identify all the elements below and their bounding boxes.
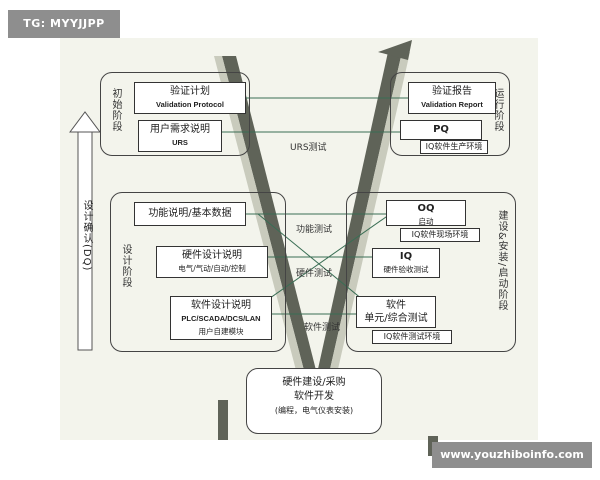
software-test-sub: IQ软件测试环境 [383,332,441,341]
iq-label: IQ [399,251,413,262]
v-right-arm [316,52,402,378]
validation-report-cn: 验证报告 [432,86,472,97]
v-arrow-head [378,40,412,60]
validation-protocol-en: Validation Protocol [156,100,224,109]
phase-install-container [346,192,516,352]
software-design-box: 软件设计说明 PLC/SCADA/DCS/LAN 用户自建模块 [170,296,272,340]
iq-box: IQ 硬件验收测试 [372,248,440,278]
phase-operation-container [390,72,510,156]
pq-sub-box: IQ软件生产环境 [420,140,488,154]
validation-protocol-cn: 验证计划 [170,86,210,97]
hardware-design-box: 硬件设计说明 电气/气动/自动/控制 [156,246,268,278]
site-watermark: www.youzhiboinfo.com [432,442,592,468]
build-line-3: (编程，电气仪表安装) [274,406,354,415]
urs-en: URS [172,138,188,147]
validation-report-en: Validation Report [421,100,483,109]
phase-initial-label: 初始阶段 [110,88,121,132]
software-test-line-2: 单元/综合测试 [364,313,428,324]
validation-protocol-box: 验证计划 Validation Protocol [134,82,246,114]
software-design-title: 软件设计说明 [191,300,251,311]
pq-box: PQ [400,120,482,140]
oq-sub-2: IQ软件现场环境 [411,230,469,239]
software-design-en: PLC/SCADA/DCS/LAN [181,314,261,323]
oq-sub-box: IQ软件现场环境 [400,228,480,242]
sw-test-label: 软件测试 [304,323,341,333]
pq-label: PQ [433,124,449,135]
v-bottom-bar-left [218,400,228,440]
urs-box: 用户需求说明 URS [138,120,222,152]
validation-report-box: 验证报告 Validation Report [408,82,496,114]
v-right-arm-light [328,52,410,378]
phase-install-label: 建设&安装/启动阶段 [496,210,507,312]
dq-label: 设计确认(DQ) [81,200,92,272]
oq-label: OQ [417,203,435,214]
software-design-sub: 用户自建模块 [198,327,244,336]
hardware-design-sub: 电气/气动/自动/控制 [178,264,246,273]
func-test-label: 功能测试 [296,225,333,235]
build-container [246,368,382,434]
urs-test-label: URS测试 [290,143,327,153]
build-line-2: 软件开发 [294,391,334,402]
oq-box: OQ 启动 [386,200,466,226]
iq-sub: 硬件验收测试 [383,265,429,274]
phase-initial-container [100,72,250,156]
v-left-arm [222,56,318,378]
pq-sub-label: IQ软件生产环境 [425,142,483,151]
software-test-line-1: 软件 [386,300,406,311]
v-left-arm-light [214,56,306,378]
build-box: 硬件建设/采购 软件开发 (编程，电气仪表安装) [246,376,382,418]
hardware-design-title: 硬件设计说明 [182,250,242,261]
hw-test-label: 硬件测试 [296,269,333,279]
functional-spec-box: 功能说明/基本数据 [134,202,246,226]
urs-cn: 用户需求说明 [150,124,210,135]
oq-sub-1: 启动 [418,217,434,226]
build-line-1: 硬件建设/采购 [282,377,346,388]
functional-spec-text: 功能说明/基本数据 [148,208,232,219]
tg-tag: TG: MYYJJPP [8,10,120,38]
phase-design-label: 设计阶段 [120,244,131,288]
phase-operation-label: 运行阶段 [492,88,503,132]
software-test-sub-box: IQ软件测试环境 [372,330,452,344]
dq-arrow-head [69,111,101,133]
software-test-box: 软件 单元/综合测试 [356,296,436,328]
phase-design-container [110,192,286,352]
